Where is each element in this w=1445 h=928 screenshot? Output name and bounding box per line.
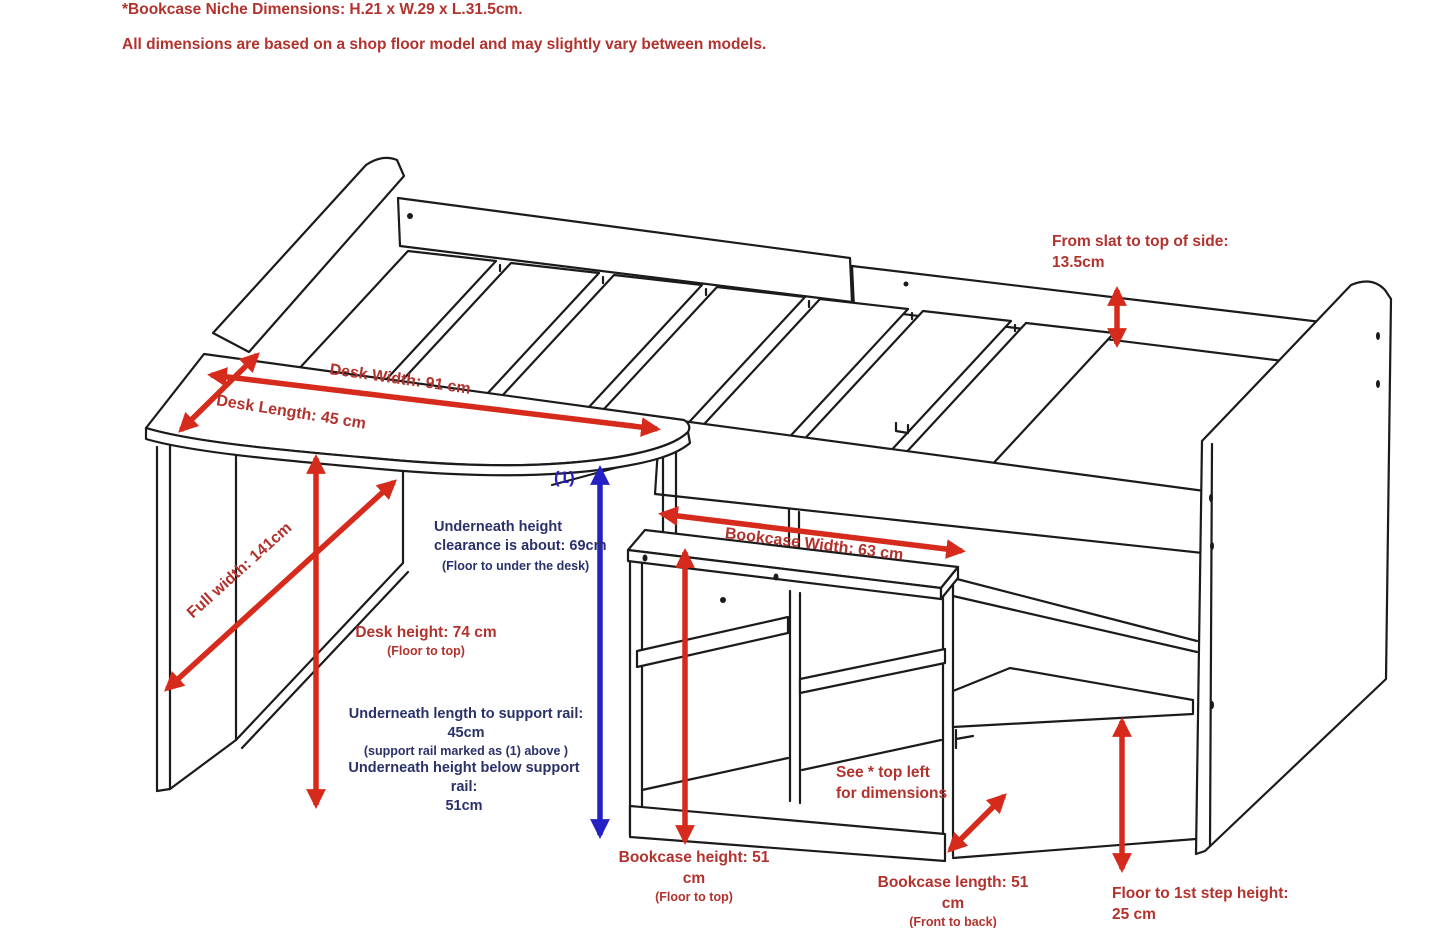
dimension-arrows: [164, 286, 1132, 873]
headboard-panel: [211, 156, 406, 354]
floor-line: [951, 837, 1198, 860]
label-see-note: See * top left for dimensions: [836, 764, 948, 802]
arrow-desk-width: [207, 367, 661, 437]
label-underneath-length: Underneath length to support rail: 45cm …: [348, 706, 584, 758]
note-disclaimer: All dimensions are based on a shop floor…: [122, 36, 767, 53]
label-desk-height: Desk height: 74 cm (Floor to top): [355, 624, 497, 658]
screw-marks: [407, 213, 1380, 709]
arrow-bookcase-width: [658, 506, 966, 559]
arrow-desk-length: [178, 352, 260, 433]
label-support-rail-marker: (1): [554, 468, 575, 487]
desk-top-edge: [144, 426, 692, 477]
label-bookcase-height: Bookcase height: 51 cm (Floor to top): [618, 849, 770, 904]
arrow-bookcase-length: [947, 793, 1007, 853]
front-rail-joint: [894, 421, 910, 435]
bookcase: [626, 528, 960, 863]
label-floor-to-step: Floor to 1st step height: 25 cm: [1112, 885, 1289, 923]
deck-underside-edge: [951, 576, 1199, 643]
step-board: [951, 666, 1195, 729]
footboard-panel: [1194, 280, 1393, 856]
label-underneath-clearance: Underneath height clearance is about: 69…: [434, 519, 607, 573]
label-underneath-below: Underneath height below support rail: 51…: [348, 760, 580, 814]
label-slat-to-side: From slat to top of side: 13.5cm: [1052, 233, 1229, 271]
label-bookcase-length: Bookcase length: 51 cm (Front to back): [877, 874, 1029, 928]
note-bookcase-niche: *Bookcase Niche Dimensions: H.21 x W.29 …: [122, 1, 523, 18]
arrow-full-width: [164, 479, 397, 692]
